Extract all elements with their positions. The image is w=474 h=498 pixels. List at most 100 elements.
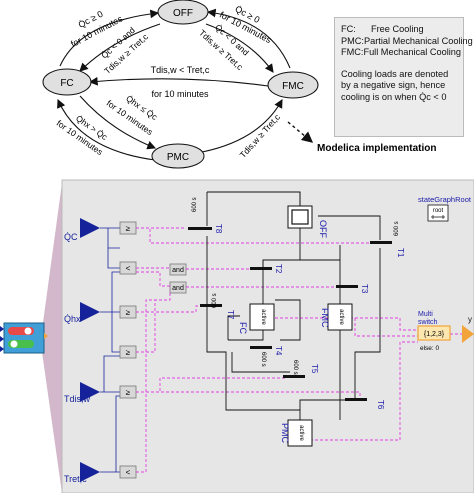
and-1	[169, 263, 187, 276]
trans-fmc-fc-2: for 10 minutes	[151, 89, 209, 99]
transition-t8-wait: 600 s	[192, 197, 198, 212]
input-tret-label: Tret,c	[64, 474, 87, 484]
step-pmc: active PMC	[280, 419, 313, 447]
legend-note: Cooling loads are denoted by a negative …	[341, 68, 449, 102]
state-fc-label: FC	[60, 78, 73, 89]
edge-pmc-fc	[57, 98, 156, 161]
edge-off-fc	[79, 23, 161, 72]
transition-t7	[200, 304, 222, 307]
state-fmc-label: FMC	[282, 81, 304, 92]
state-fc: FC	[42, 68, 92, 96]
step-fc-label: FC	[238, 322, 248, 334]
multiswitch-label-1: Multi	[418, 311, 433, 318]
input-tdis-label: Tdis,w	[64, 394, 91, 404]
multiswitch-label-2: switch	[418, 319, 438, 326]
and-2-label: and	[172, 285, 184, 292]
legend-row-fmc: FMC: Full Mechanical Cooling	[341, 47, 461, 59]
comparators: ≥ < ≥ ≥ ≥ <	[119, 221, 137, 479]
transition-t6-label: T6	[376, 400, 385, 410]
and-1-label: and	[172, 267, 184, 274]
transition-t8-label: T8	[214, 224, 223, 234]
legend-key: PMC:	[341, 35, 364, 46]
transitions: T8 600 s T1 600 s T2 T3 T7 600 s T4 600 …	[188, 197, 405, 410]
and-2	[169, 281, 187, 294]
trans-pmc-fmc: Tdis,w ≥ Tret,c	[238, 112, 283, 160]
input-qhx-icon	[80, 302, 100, 322]
transition-t7-label: T7	[226, 310, 235, 320]
state-graph-root-root: root	[433, 208, 444, 214]
cmp-4-sym: ≥	[126, 348, 131, 357]
cmp-6-sym: <	[126, 468, 131, 477]
transition-t1-label: T1	[396, 248, 405, 258]
state-pmc: PMC	[151, 143, 205, 169]
state-off-label: OFF	[173, 8, 193, 19]
trans-fmc-fc-1: Tdis,w < Tret,c	[151, 65, 210, 75]
transition-t8	[188, 227, 212, 230]
modelica-label: Modelica implementation	[317, 143, 437, 154]
step-fc-active: active	[260, 309, 266, 325]
legend-value: Free Cooling	[371, 24, 424, 34]
step-fc: active FC	[238, 303, 275, 334]
output-icon	[462, 325, 474, 343]
step-pmc-label: PMC	[280, 423, 290, 444]
legend-key: FC:	[341, 24, 356, 34]
legend-row-fc: FC: Free Cooling	[341, 24, 457, 36]
state-pmc-label: PMC	[167, 152, 189, 163]
legend-row-pmc: PMC: Partial Mechanical Cooling	[341, 35, 473, 48]
state-graph-root-label: stateGraphRoot	[418, 195, 472, 204]
state-graph: OFF FC FMC PMC Q̇c ≥ 0 for 10 minutes Q̇…	[42, 0, 319, 169]
transition-t3	[336, 285, 358, 288]
transition-t2-label: T2	[274, 264, 283, 274]
legend-key: FMC:	[341, 47, 364, 57]
transition-t4	[250, 346, 272, 349]
zoom-trapezoid	[42, 183, 62, 493]
dashed-arrow-icon	[287, 121, 314, 143]
transition-t1	[370, 241, 392, 244]
state-off: OFF	[157, 0, 209, 25]
edge-pmc-fmc	[201, 99, 283, 153]
step-fmc: active FMC	[320, 303, 353, 331]
edge-fc-pmc	[79, 95, 157, 150]
multiswitch-block	[417, 325, 451, 341]
input-qc-label: Q̇C	[64, 232, 78, 242]
step-pmc-active: active	[298, 425, 304, 441]
transition-t5	[283, 375, 305, 378]
step-off: OFF	[287, 205, 328, 238]
multiswitch-values: {1,2,3}	[424, 331, 445, 338]
state-fmc: FMC	[267, 71, 319, 99]
legend-value: Full Mechanical Cooling	[363, 47, 461, 57]
edge-fc-off	[59, 9, 160, 67]
legend-box: FC: Free Cooling PMC: Partial Mechanical…	[334, 17, 473, 137]
step-off-label: OFF	[318, 220, 328, 238]
transition-t6	[345, 398, 367, 401]
modelica-panel: Q̇C Q̇hx Tdis,w Tret,c ≥ < ≥ ≥ ≥ <	[0, 179, 474, 494]
transition-t7-wait: 600 s	[212, 293, 218, 308]
transition-t4-wait: 600 s	[260, 352, 266, 367]
edge-fmc-off	[206, 8, 291, 69]
transition-t5-label: T5	[310, 364, 319, 374]
cmp-1-sym: ≥	[126, 224, 131, 233]
transition-t3-label: T3	[360, 284, 369, 294]
transition-t1-wait: 600 s	[394, 221, 400, 236]
step-fmc-active: active	[338, 309, 344, 325]
input-qhx-label: Q̇hx	[64, 314, 81, 324]
cmp-5-sym: ≥	[126, 388, 131, 397]
input-tret-icon	[80, 462, 100, 482]
input-tdis-icon	[80, 382, 100, 402]
edge-fmc-fc	[88, 76, 269, 87]
state-graph-root-icon: root	[427, 204, 449, 222]
multiswitch-else: else: 0	[420, 345, 440, 352]
output-label: y	[468, 315, 472, 324]
block-icon	[0, 322, 48, 354]
transition-t4-label: T4	[274, 346, 283, 356]
legend-value: Partial Mechanical Cooling	[363, 35, 473, 46]
cmp-2-sym: <	[126, 264, 131, 273]
transition-t2	[250, 267, 272, 270]
input-qc-icon	[80, 218, 100, 238]
step-fmc-label: FMC	[320, 308, 330, 328]
transition-t5-wait: 600 s	[292, 360, 298, 375]
edge-off-fmc	[205, 23, 274, 73]
cmp-3-sym: ≥	[126, 308, 131, 317]
